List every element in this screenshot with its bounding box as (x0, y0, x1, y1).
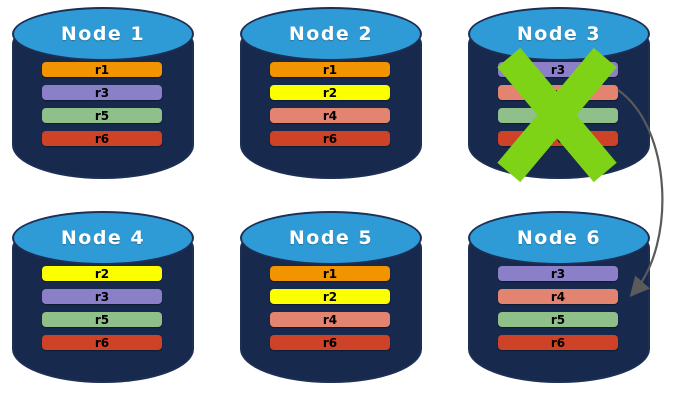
replica-r1[interactable]: r1 (270, 266, 390, 281)
node-4[interactable]: r2 r3 r5 r6 Node 4 (4, 208, 194, 398)
replica-r2[interactable]: r2 (270, 85, 390, 100)
replica-r4[interactable]: r4 (498, 85, 618, 100)
replica-r4[interactable]: r4 (270, 312, 390, 327)
replica-r5[interactable]: r5 (498, 108, 618, 123)
cylinder-top (240, 7, 422, 61)
replica-list: r3 r4 r5 r6 (498, 266, 618, 358)
replica-r4[interactable]: r4 (270, 108, 390, 123)
replica-r1[interactable]: r1 (270, 62, 390, 77)
node-3[interactable]: r3 r4 r5 r6 Node 3 (460, 4, 650, 194)
replica-r4[interactable]: r4 (498, 289, 618, 304)
node-label: Node 3 (516, 23, 602, 45)
replica-r6[interactable]: r6 (42, 131, 162, 146)
node-label: Node 6 (516, 227, 602, 249)
replica-r3[interactable]: r3 (42, 85, 162, 100)
replica-r1[interactable]: r1 (42, 62, 162, 77)
replica-r6[interactable]: r6 (270, 131, 390, 146)
replica-r6[interactable]: r6 (498, 131, 618, 146)
replica-r3[interactable]: r3 (42, 289, 162, 304)
cylinder-top (12, 211, 194, 265)
replica-r5[interactable]: r5 (498, 312, 618, 327)
node-label: Node 1 (60, 23, 146, 45)
replica-list: r1 r2 r4 r6 (270, 62, 390, 154)
cylinder-top (240, 211, 422, 265)
node-2[interactable]: r1 r2 r4 r6 Node 2 (232, 4, 422, 194)
node-6[interactable]: r3 r4 r5 r6 Node 6 (460, 208, 650, 398)
replica-r5[interactable]: r5 (42, 312, 162, 327)
cylinder-top (12, 7, 194, 61)
node-label: Node 4 (60, 227, 146, 249)
replica-r6[interactable]: r6 (42, 335, 162, 350)
replica-list: r1 r3 r5 r6 (42, 62, 162, 154)
replica-list: r1 r2 r4 r6 (270, 266, 390, 358)
replica-r6[interactable]: r6 (270, 335, 390, 350)
replica-r5[interactable]: r5 (42, 108, 162, 123)
replica-list: r2 r3 r5 r6 (42, 266, 162, 358)
replica-r2[interactable]: r2 (42, 266, 162, 281)
replica-r2[interactable]: r2 (270, 289, 390, 304)
node-5[interactable]: r1 r2 r4 r6 Node 5 (232, 208, 422, 398)
node-1[interactable]: r1 r3 r5 r6 Node 1 (4, 4, 194, 194)
node-label: Node 5 (288, 227, 374, 249)
replica-list: r3 r4 r5 r6 (498, 62, 618, 154)
replica-r3[interactable]: r3 (498, 266, 618, 281)
replica-r3[interactable]: r3 (498, 62, 618, 77)
node-label: Node 2 (288, 23, 374, 45)
replica-r6[interactable]: r6 (498, 335, 618, 350)
